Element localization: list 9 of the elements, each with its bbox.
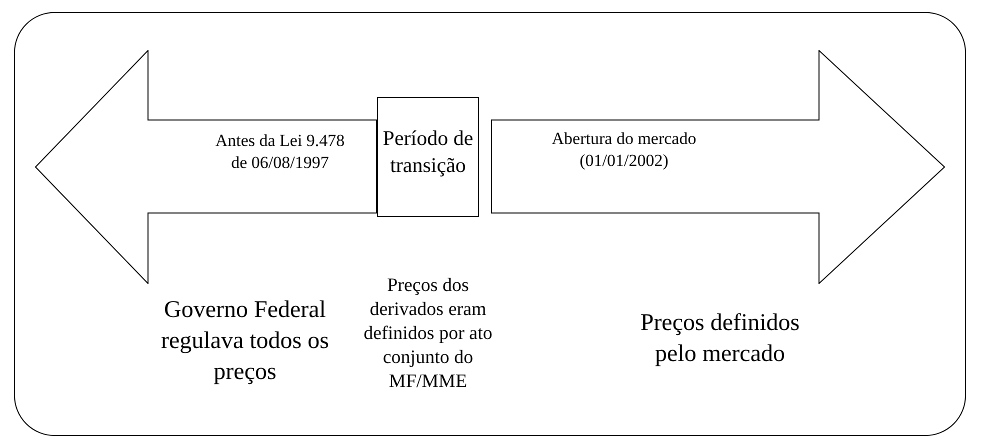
description-text: Governo Federal regulava todos os preços <box>160 296 330 387</box>
process-box <box>377 97 479 217</box>
node-text: Período de transição <box>382 125 474 179</box>
left-arrow-shape <box>35 50 377 284</box>
description-text: Preços dos derivados eram definidos por ato conjunto do MF/MME <box>362 274 494 394</box>
description-text: Preços definidos pelo mercado <box>639 309 801 369</box>
node-text: Abertura do mercado (01/01/2002) <box>550 128 698 172</box>
node-text: Antes da Lei 9.478 de 06/08/1997 <box>214 130 346 174</box>
right-arrow-shape <box>491 50 945 284</box>
